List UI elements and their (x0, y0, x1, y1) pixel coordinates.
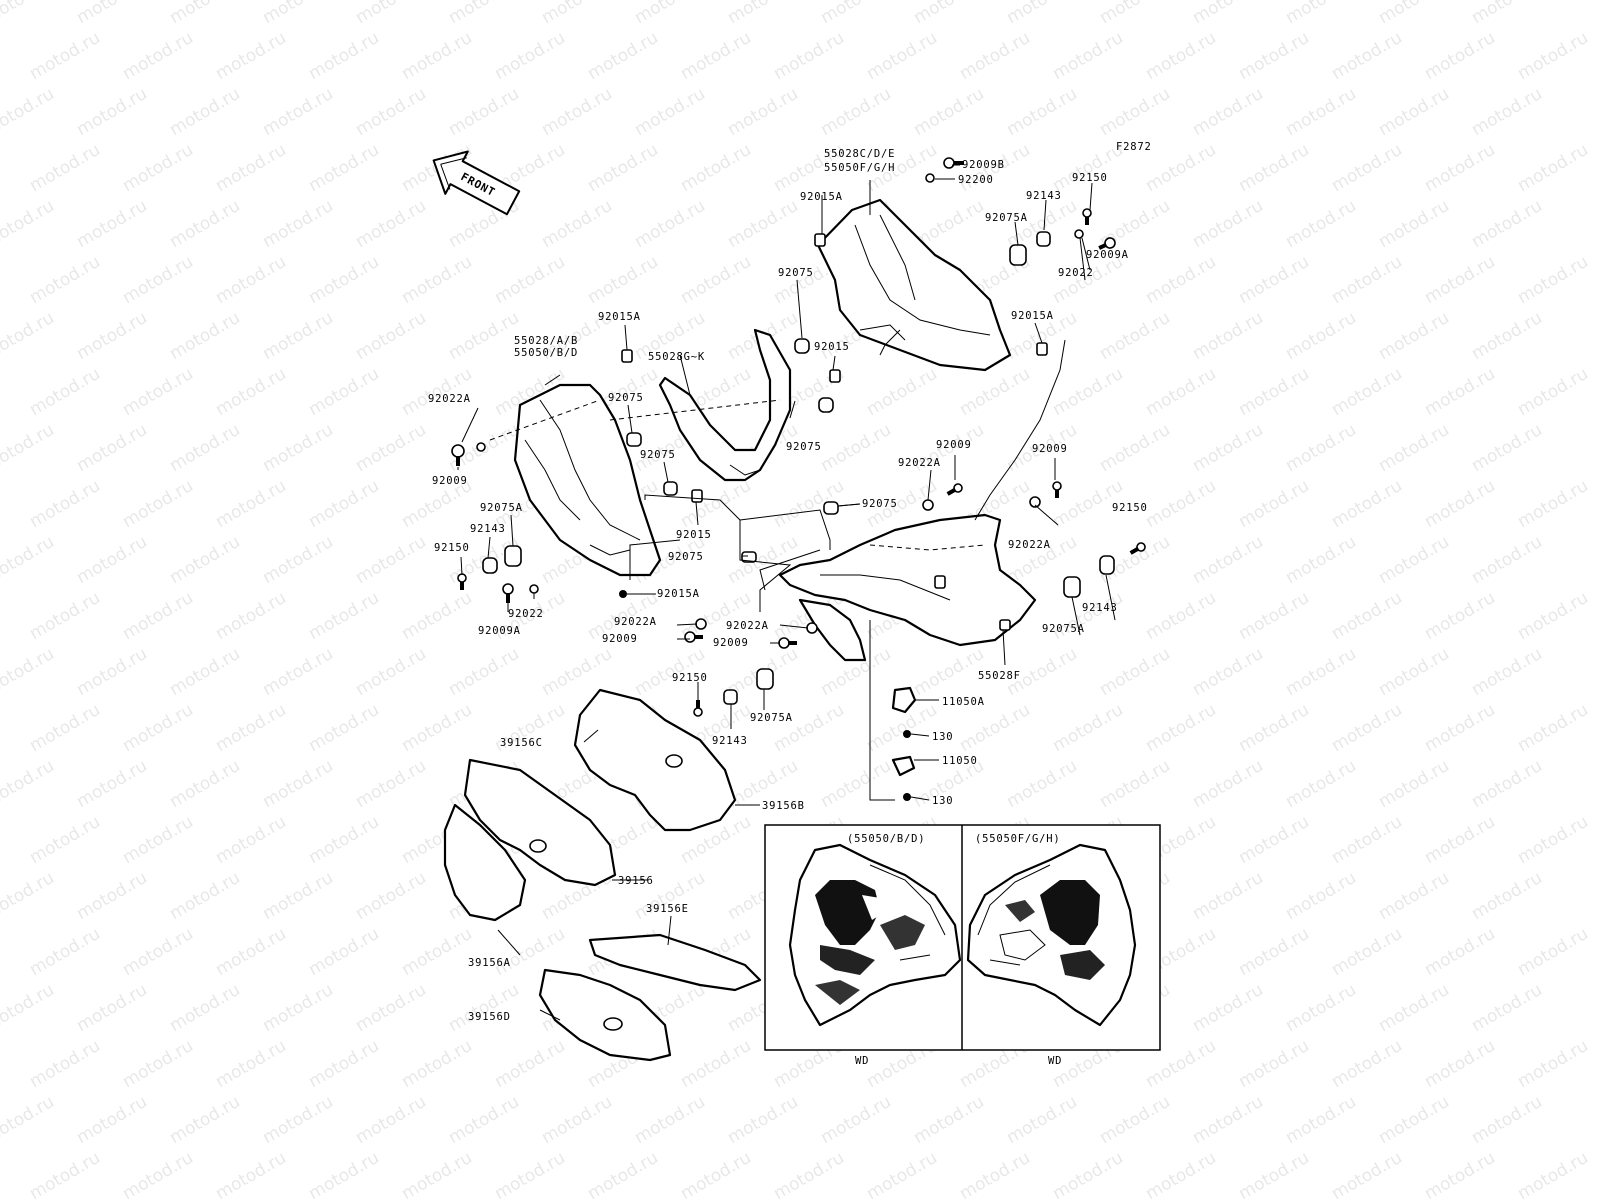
part-label: 92015A (1011, 310, 1054, 322)
part-label: 55050/B/D (514, 347, 578, 359)
part-label: 92143 (470, 523, 506, 535)
reference-lines (489, 339, 1066, 801)
part-label: 92022 (508, 608, 544, 620)
part-label: 92009 (432, 475, 468, 487)
part-label: 39156B (762, 800, 805, 812)
part-label: 11050 (942, 755, 978, 767)
part-label: 130 (932, 795, 953, 807)
inset-right-caption: WD (1048, 1055, 1062, 1067)
part-label: 92009 (936, 439, 972, 451)
stay-11050A (891, 686, 917, 738)
part-label: 92009 (1032, 443, 1068, 455)
part-label: 92009B (962, 159, 1005, 171)
part-label: 92150 (1072, 172, 1108, 184)
front-direction-arrow: FRONT (432, 150, 521, 216)
upper-cowl-right (816, 198, 1012, 372)
part-label: 92009A (1086, 249, 1129, 261)
part-label: 92075A (985, 212, 1028, 224)
stay-11050 (891, 755, 916, 801)
part-label: 39156A (468, 957, 511, 969)
inset-left-caption: WD (855, 1055, 869, 1067)
part-label: 11050A (942, 696, 985, 708)
lower-cowl-bracket (798, 598, 867, 662)
part-label: 92143 (712, 735, 748, 747)
part-label: 92009 (602, 633, 638, 645)
part-label: 55028/A/B (514, 335, 578, 347)
part-label: 92075 (668, 551, 704, 563)
part-label: 92022A (428, 393, 471, 405)
part-label: 92150 (434, 542, 470, 554)
part-label: 92015 (676, 529, 712, 541)
inner-panel-39156B (463, 758, 617, 887)
upper-cowl-left (513, 383, 662, 577)
part-label: 92075 (778, 267, 814, 279)
part-label: 92143 (1082, 602, 1118, 614)
inner-panel-39156E (588, 933, 762, 992)
part-label: 92150 (1112, 502, 1148, 514)
part-label: 39156 (618, 875, 654, 887)
center-nose-cowl (658, 328, 792, 482)
part-label: 92075 (608, 392, 644, 404)
part-number-labels: 55028C/D/E 55050F/G/H 92009B 92200 92015… (428, 148, 1148, 1023)
part-label: 39156D (468, 1011, 511, 1023)
part-label: 92075A (1042, 623, 1085, 635)
part-label: 55028C/D/E (824, 148, 895, 160)
leader-lines (457, 164, 1116, 1021)
part-label: 92009A (478, 625, 521, 637)
middle-cowl-right (778, 513, 1037, 647)
part-label: 92150 (672, 672, 708, 684)
part-label: 92143 (1026, 190, 1062, 202)
part-label: 92009 (713, 637, 749, 649)
part-label: 92075 (862, 498, 898, 510)
part-label: 92200 (958, 174, 994, 186)
part-label: 55028F (978, 670, 1021, 682)
part-label: 92022A (1008, 539, 1051, 551)
part-label: 92015 (814, 341, 850, 353)
part-label: 92022 (1058, 267, 1094, 279)
part-label: 92075A (750, 712, 793, 724)
part-label: 55050F/G/H (824, 162, 895, 174)
part-label: 39156C (500, 737, 543, 749)
part-label: 92015A (598, 311, 641, 323)
part-label: 92022A (614, 616, 657, 628)
cowl-variant-left (788, 843, 962, 1027)
part-label: 92022A (726, 620, 769, 632)
part-label: 92075 (640, 449, 676, 461)
part-label: 92075A (480, 502, 523, 514)
part-label: 55028G~K (648, 351, 705, 363)
inner-panel-39156C (573, 688, 737, 832)
cowl-variant-right (966, 843, 1137, 1027)
part-label: 39156E (646, 903, 689, 915)
figure-code: F2872 (1116, 141, 1152, 153)
inner-panel-39156D (538, 968, 672, 1062)
inner-panel-39156 (443, 803, 527, 922)
inset-right-title: (55050F/G/H) (975, 833, 1060, 845)
part-label: 92075 (786, 441, 822, 453)
part-label: 92015A (800, 191, 843, 203)
part-label: 92015A (657, 588, 700, 600)
part-label: 130 (932, 731, 953, 743)
inset-left-title: (55050/B/D) (847, 833, 925, 845)
part-label: 92022A (898, 457, 941, 469)
hardware-fasteners (451, 157, 1146, 717)
color-variant-inset: (55050/B/D) (55050F/G/H) WD WD (764, 824, 1161, 1067)
